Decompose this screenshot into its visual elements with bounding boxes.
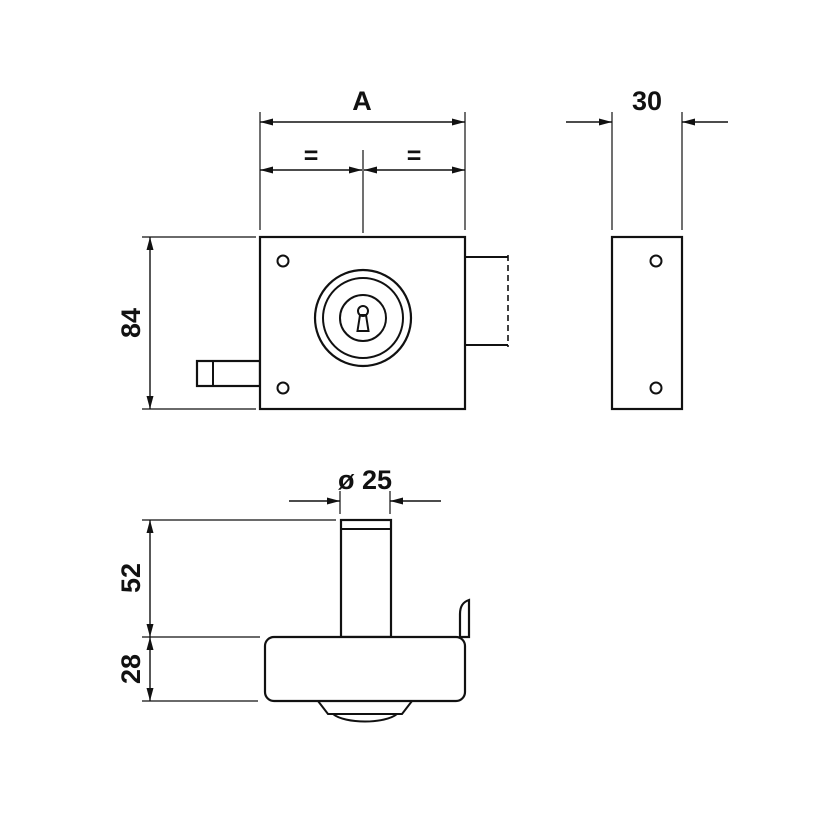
side-screw-hole-top — [649, 254, 663, 268]
latch-hook — [458, 598, 471, 639]
cylinder-outer-ring — [313, 268, 413, 368]
dim-label-84: 84 — [116, 308, 146, 338]
dimensions: A = = 84 30 ø 25 52 28 — [116, 86, 728, 702]
side-screw-hole-bottom — [649, 381, 663, 395]
cylinder-barrel — [339, 518, 393, 639]
screw-hole-top — [276, 254, 290, 268]
dim-label-30: 30 — [632, 86, 662, 116]
section-view — [263, 518, 471, 723]
deadbolt — [195, 359, 262, 388]
cylinder-collar — [317, 700, 413, 715]
cylinder-collar-arc — [332, 713, 398, 723]
body-profile — [263, 635, 467, 703]
dim-label-52: 52 — [116, 563, 146, 593]
front-view — [195, 235, 509, 411]
side-body-outline — [610, 235, 684, 411]
dim-label-28: 28 — [116, 654, 146, 684]
keyhole-slot — [356, 314, 370, 332]
dim-label-equal-right: = — [407, 142, 422, 170]
dim-label-equal-left: = — [304, 142, 319, 170]
dim-label-a: A — [352, 86, 372, 116]
cylinder-middle-ring — [322, 277, 404, 359]
side-view — [610, 235, 684, 411]
cylinder-inner-ring — [339, 294, 387, 342]
dim-label-d25: ø 25 — [338, 465, 392, 495]
screw-hole-bottom — [276, 381, 290, 395]
